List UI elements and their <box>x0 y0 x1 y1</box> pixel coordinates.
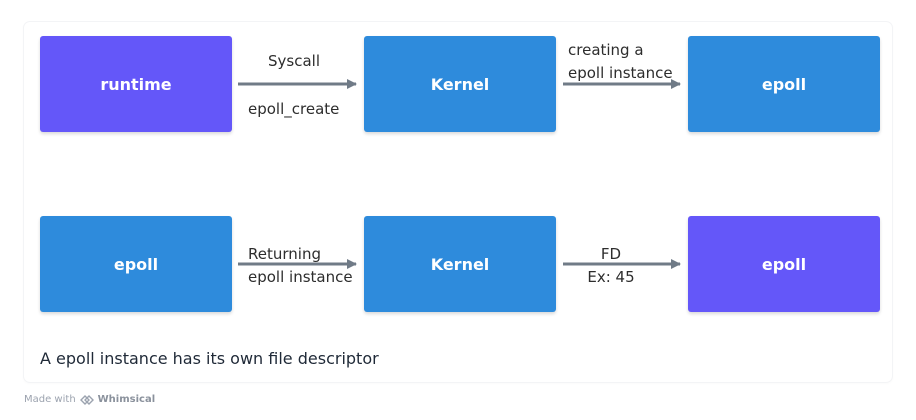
arrow-label-fd: FD <box>600 245 622 263</box>
arrow-label-returning: Returning <box>248 245 321 263</box>
watermark-prefix: Made with <box>24 394 76 405</box>
diagram-caption: A epoll instance has its own file descri… <box>40 349 379 368</box>
box-label: Kernel <box>430 74 490 94</box>
arrow-label-epoll-create: epoll_create <box>248 100 340 118</box>
box-runtime[interactable]: runtime <box>40 36 232 132</box>
arrow-label-creating: creating a <box>568 41 644 59</box>
box-epoll-source[interactable]: epoll <box>40 216 232 312</box>
box-label: epoll <box>761 254 807 274</box>
arrow-label-syscall: Syscall <box>268 52 320 70</box>
box-label: Kernel <box>430 254 490 274</box>
arrow-label-epoll-instance: epoll instance <box>568 64 673 82</box>
box-epoll-fd[interactable]: epoll <box>688 216 880 312</box>
arrow-label-returning-instance: epoll instance <box>248 268 353 286</box>
whimsical-logo-icon <box>79 394 94 405</box>
box-label: epoll <box>761 74 807 94</box>
watermark-brand: Whimsical <box>97 394 156 405</box>
box-kernel-return[interactable]: Kernel <box>364 216 556 312</box>
arrow-label-fd-example: Ex: 45 <box>587 268 635 286</box>
box-label: epoll <box>113 254 159 274</box>
box-label: runtime <box>100 74 172 94</box>
whimsical-watermark[interactable]: Made with Whimsical <box>24 394 155 405</box>
box-kernel[interactable]: Kernel <box>364 36 556 132</box>
box-epoll[interactable]: epoll <box>688 36 880 132</box>
